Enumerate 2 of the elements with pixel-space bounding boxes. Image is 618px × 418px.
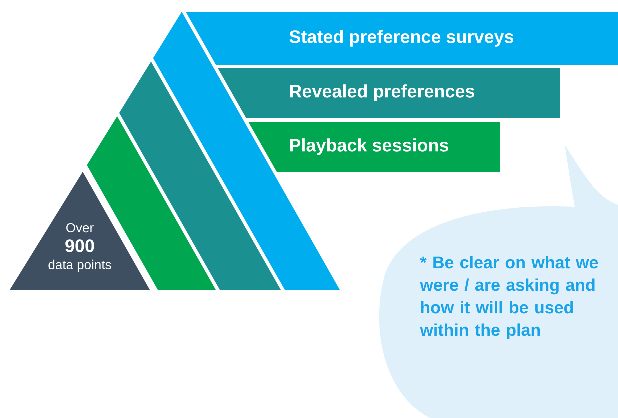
node-label: Revealed preferences (290, 84, 475, 102)
pyramid-base: Over 900 data points (10, 172, 150, 290)
